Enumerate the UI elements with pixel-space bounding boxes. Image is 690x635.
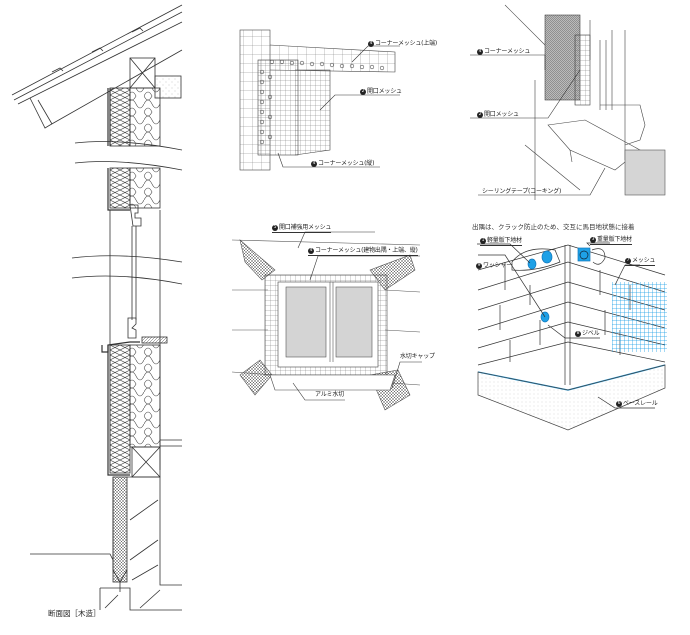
foundation-insulation	[112, 476, 128, 583]
corner-note: 出隅は、クラック防止のため、交互に馬目地状態に接着	[472, 223, 635, 231]
dowel-row-horizontal	[269, 59, 385, 71]
window-detail	[231, 231, 422, 411]
exterior-insulation-upper	[109, 87, 131, 147]
interior-insulation-upper	[129, 87, 161, 147]
label-drip-cap: 水切キャップ	[400, 353, 435, 360]
light-anchor-2	[541, 250, 553, 264]
reinforcement-mesh-tl	[239, 239, 276, 281]
dowel-row-vertical	[259, 69, 273, 145]
light-anchor-1	[527, 258, 537, 270]
section-caption: 断面図［木造］	[48, 609, 101, 618]
interior-insulation-lower	[129, 344, 161, 448]
mesh-detail	[239, 29, 400, 171]
exterior-insulation-lower	[109, 344, 131, 474]
label-sealing-tape: シーリングテープ(コーキング)	[482, 188, 562, 195]
corner-detail	[477, 242, 667, 431]
opening-mesh	[257, 59, 299, 156]
section-drawing	[11, 4, 183, 611]
corner-mesh-block	[544, 14, 581, 101]
roof	[11, 4, 183, 129]
blue-mesh	[612, 282, 667, 352]
label-aluminum-drip: アルミ水切	[315, 391, 344, 398]
sill-detail	[470, 4, 666, 200]
